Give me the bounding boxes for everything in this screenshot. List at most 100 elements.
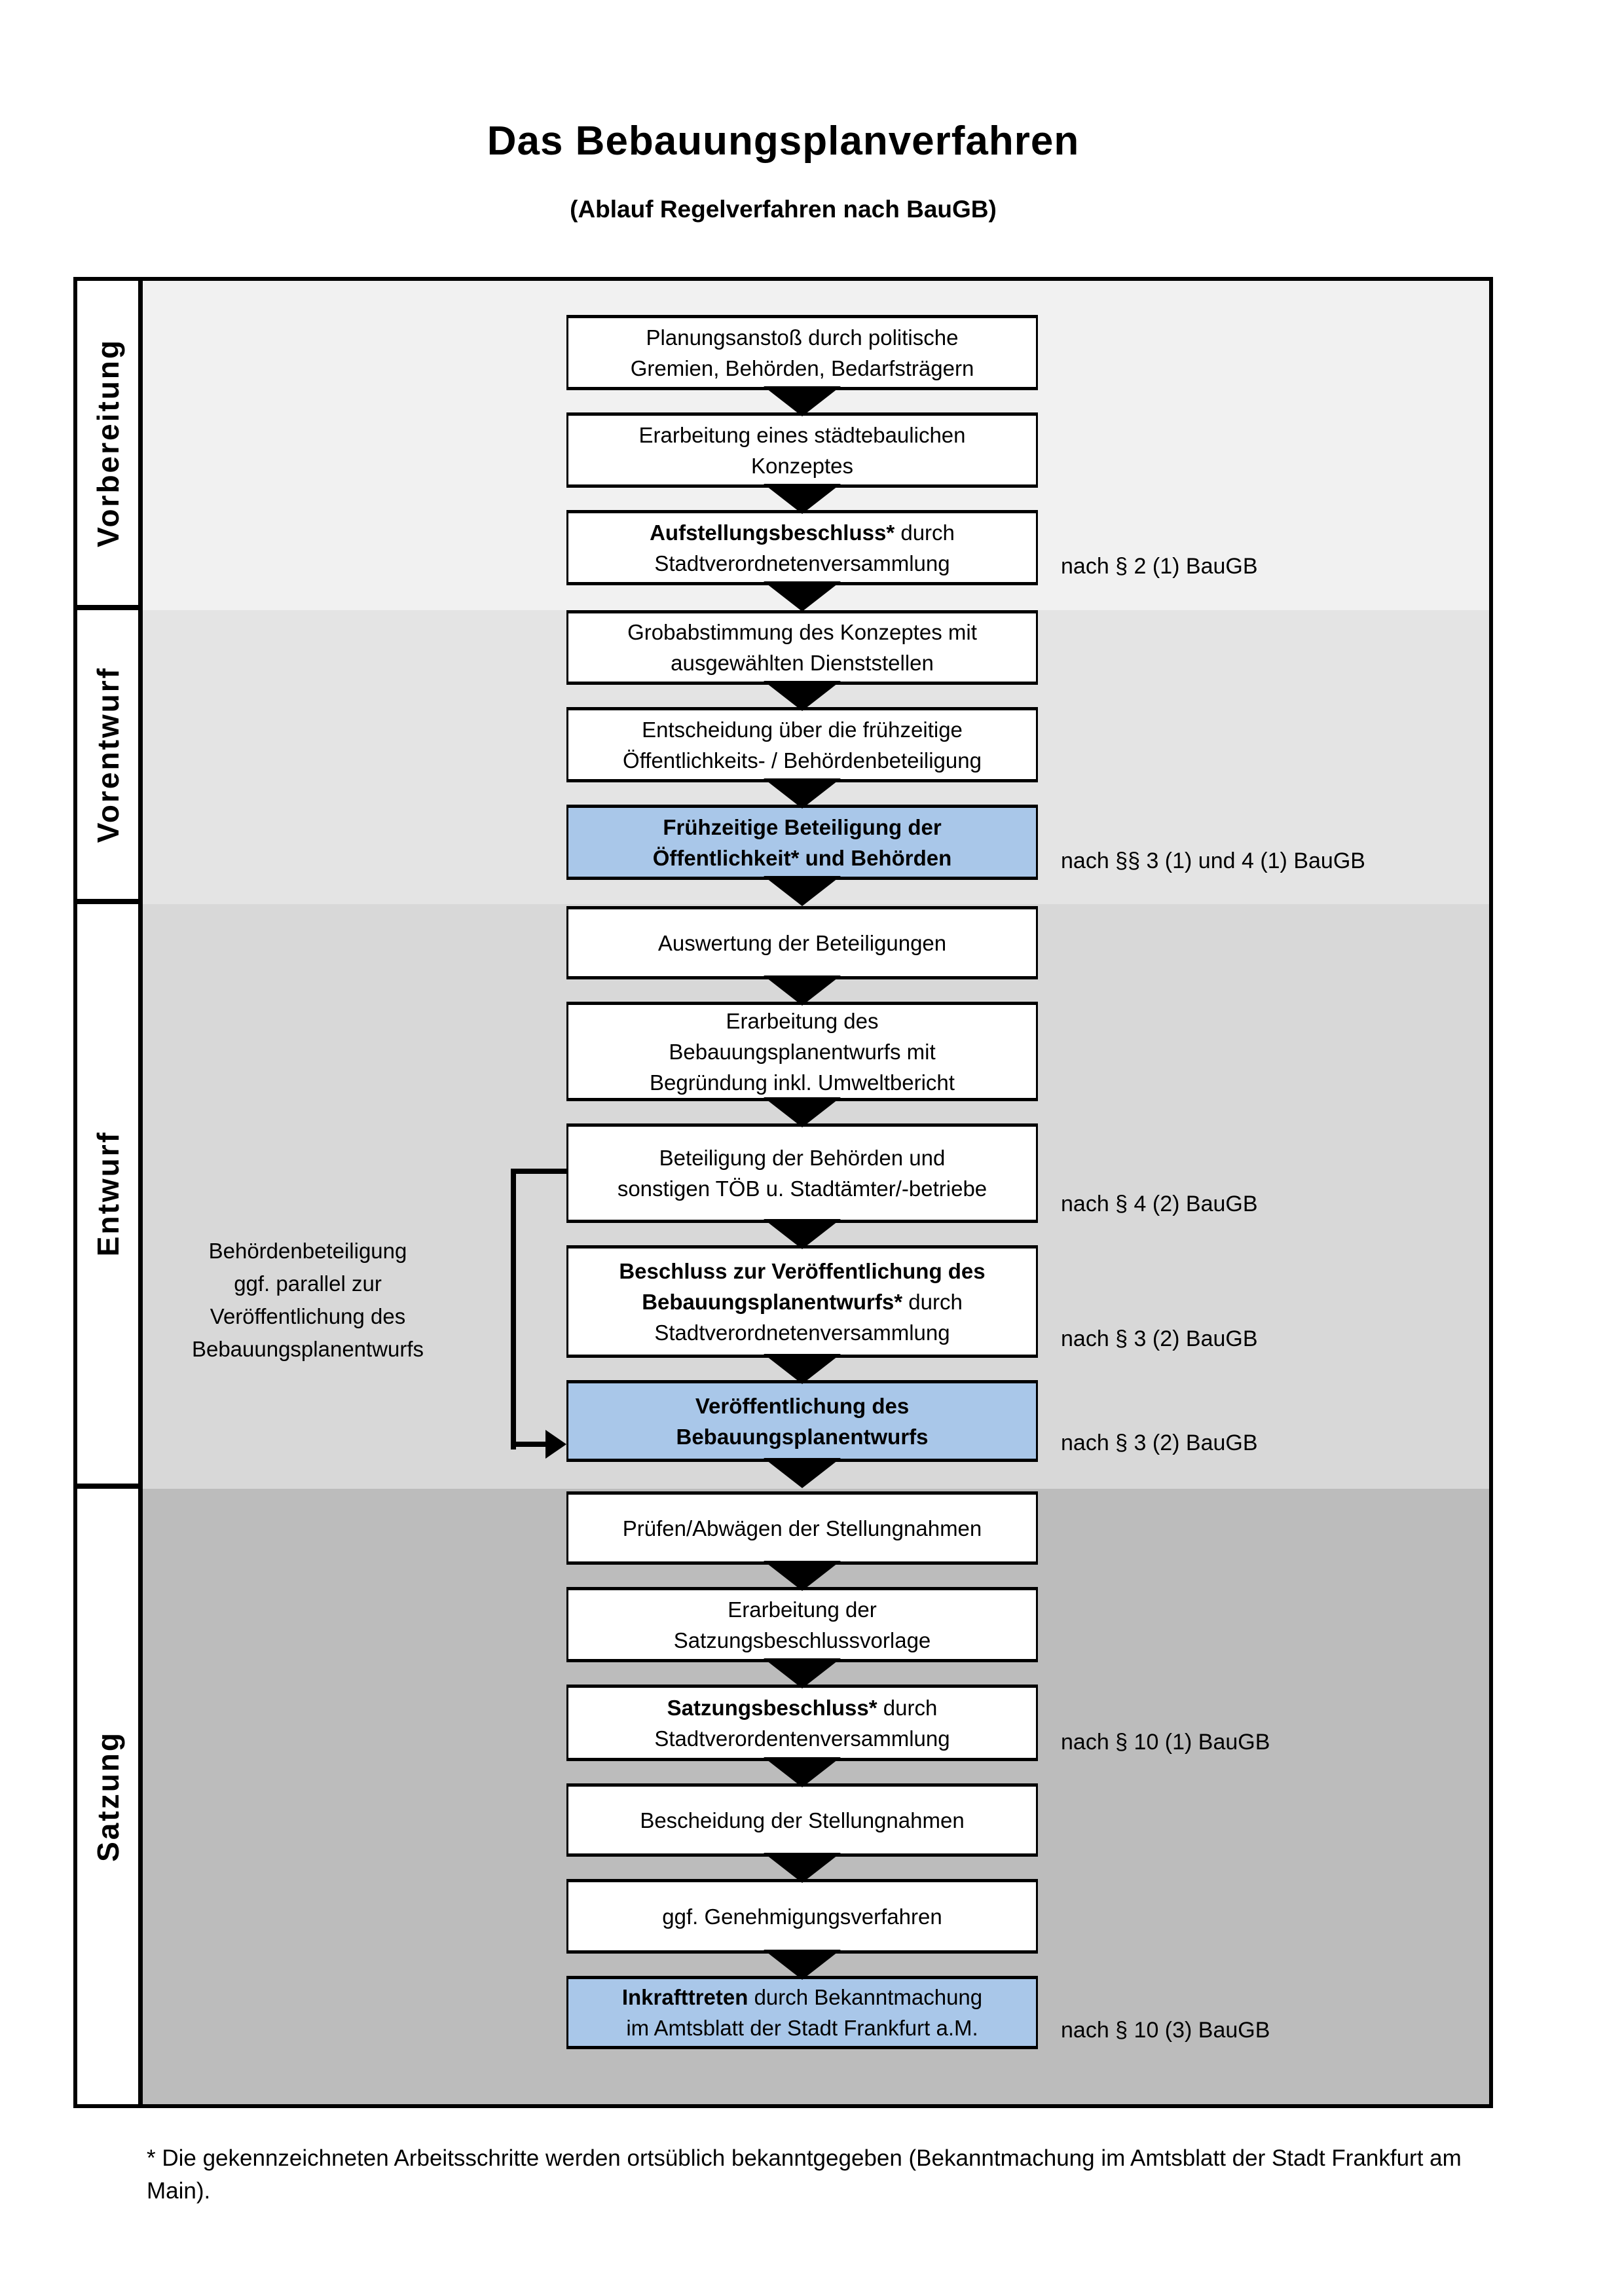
down-arrow-icon [143, 778, 1489, 809]
side-note-line: ggf. parallel zur [234, 1271, 382, 1296]
phase-label-cell-entwurf: Entwurf [77, 904, 143, 1489]
flow-step-text-line: Öffentlichkeit* und Behörden [652, 845, 952, 870]
flow-row: Bescheidung der Stellungnahmen [143, 1783, 1489, 1857]
down-arrow-icon [143, 1757, 1489, 1787]
flow-step-text-line: Bebauungsplanentwurfs [676, 1424, 929, 1449]
flow-step-text-line: Auswertung der Beteiligungen [657, 930, 947, 955]
flow-step-text-line: ausgewählten Dienststellen [671, 651, 934, 675]
flow-step-text-line: ggf. Genehmigungsverfahren [662, 1904, 942, 1929]
flow-step-text-line: Erarbeitung eines städtebaulichen [638, 422, 966, 447]
legal-reference: nach §§ 3 (1) und 4 (1) BauGB [1061, 848, 1365, 873]
down-arrow-icon [143, 1853, 1489, 1883]
flow-step-text-line: Bebauungsplanentwurfs* durch [642, 1289, 963, 1314]
phase-label-cell-vorbereitung: Vorbereitung [77, 281, 143, 610]
down-arrow-icon [143, 1950, 1489, 1980]
flow-step-text-line: Begründung inkl. Umweltbericht [650, 1070, 955, 1095]
legal-reference: nach § 3 (2) BauGB [1061, 1326, 1258, 1351]
down-arrow-icon [143, 681, 1489, 711]
down-arrow-icon [143, 876, 1489, 906]
flow-step-text-line: Frühzeitige Beteiligung der [663, 814, 942, 839]
flow-step-text-line: Bebauungsplanentwurfs mit [669, 1039, 936, 1064]
down-arrow-icon [143, 581, 1489, 611]
side-note-line: Bebauungsplanentwurfs [191, 1337, 424, 1361]
down-arrow-icon [143, 975, 1489, 1006]
phase-label-cell-satzung: Satzung [77, 1489, 143, 2104]
flow-step-text-line: sonstigen TÖB u. Stadtämter/-betriebe [617, 1176, 987, 1201]
down-arrow-icon [143, 386, 1489, 416]
flow-step-text-line: Bescheidung der Stellungnahmen [640, 1808, 965, 1832]
flow-step-text-line: Erarbeitung der [728, 1597, 877, 1622]
flow-step: ggf. Genehmigungsverfahren [566, 1879, 1038, 1954]
flow-row: Beteiligung der Behörden und sonstigen TÖ… [143, 1123, 1489, 1223]
flow-row: Auswertung der Beteiligungen [143, 906, 1489, 979]
side-note-line: Veröffentlichung des [210, 1304, 406, 1328]
legal-reference: nach § 2 (1) BauGB [1061, 554, 1258, 579]
connector-line [511, 1442, 549, 1447]
side-note-line: Behördenbeteiligung [208, 1239, 407, 1263]
down-arrow-icon [143, 1561, 1489, 1591]
flow-step-text-line: Planungsanstoß durch politische [646, 325, 959, 350]
flow-step-highlighted: Inkrafttreten durch Bekanntmachung im Amt… [566, 1976, 1038, 2049]
connector-line [511, 1169, 516, 1449]
legal-reference: nach § 10 (1) BauGB [1061, 1730, 1270, 1755]
flow-step-text-line: Konzeptes [751, 453, 853, 478]
flow-step-text-line: Stadtverordnetenversammlung [654, 1320, 950, 1345]
flow-step-text-line: Stadtverordnetenversammlung [654, 551, 950, 575]
phase-label-vorentwurf: Vorentwurf [90, 666, 125, 843]
flow-step-text-line: Aufstellungsbeschluss* durch [650, 520, 955, 545]
flow-row: Prüfen/Abwägen der Stellungnahmen [143, 1491, 1489, 1565]
connector-line [511, 1169, 566, 1174]
flow-step-text-line: Inkrafttreten durch Bekanntmachung [621, 1985, 983, 2009]
page-title: Das Bebauungsplanverfahren [487, 118, 1080, 164]
flow-step-text-line: Gremien, Behörden, Bedarfsträgern [630, 355, 974, 380]
down-arrow-icon [143, 1458, 1489, 1488]
flow-step: Beteiligung der Behörden und sonstigen TÖ… [566, 1123, 1038, 1223]
flow-row: ggf. Genehmigungsverfahren [143, 1879, 1489, 1954]
phase-label-vorbereitung: Vorbereitung [90, 338, 125, 547]
down-arrow-icon [143, 484, 1489, 514]
flow-step: Auswertung der Beteiligungen [566, 906, 1038, 979]
legal-reference: nach § 10 (3) BauGB [1061, 2018, 1270, 2043]
flow-step-text-line: Entscheidung über die frühzeitige [642, 717, 963, 742]
phase-label-entwurf: Entwurf [90, 1131, 125, 1257]
header: Das Bebauungsplanverfahren (Ablauf Regel… [73, 118, 1493, 223]
phase-label-satzung: Satzung [90, 1731, 125, 1862]
down-arrow-icon [143, 1658, 1489, 1688]
flow-step-text-line: Beschluss zur Veröffentlichung des [619, 1258, 986, 1283]
legal-reference: nach § 3 (2) BauGB [1061, 1430, 1258, 1455]
flow-step-text-line: Prüfen/Abwägen der Stellungnahmen [622, 1516, 982, 1540]
flow-step-text-line: Beteiligung der Behörden und [659, 1146, 946, 1170]
flow-step-text-line: Stadtverordentenversammlung [654, 1726, 950, 1751]
flow-step: Bescheidung der Stellungnahmen [566, 1783, 1038, 1857]
flow-step-text-line: im Amtsblatt der Stadt Frankfurt a.M. [626, 2016, 978, 2040]
flow-step-text-line: Öffentlichkeits- / Behördenbeteiligung [623, 748, 982, 773]
flow-step-text-line: Veröffentlichung des [695, 1393, 910, 1418]
footnote: * Die gekennzeichneten Arbeitsschritte w… [147, 2145, 1462, 2204]
flow-step-text-line: Satzungsbeschlussvorlage [673, 1628, 931, 1652]
